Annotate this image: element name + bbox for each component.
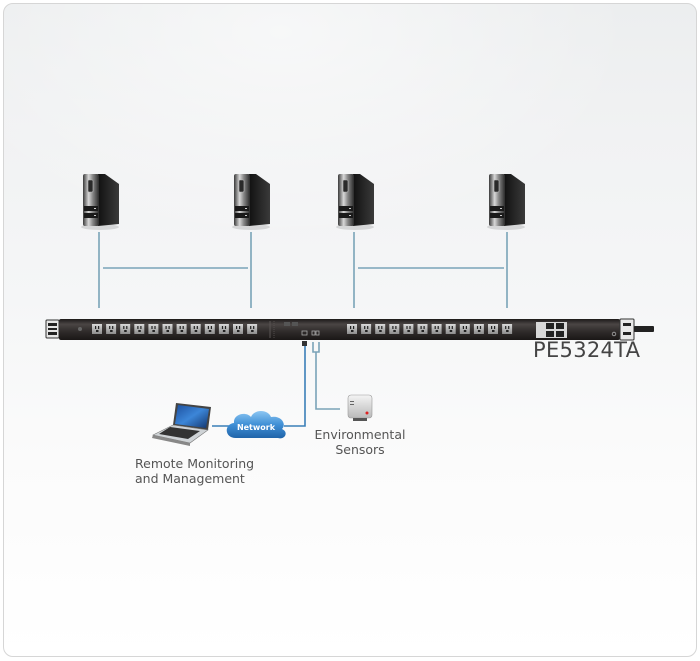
reset-button-icon <box>78 327 82 331</box>
outlet-icon <box>488 324 498 334</box>
server-icon <box>335 173 375 231</box>
outlet-icon <box>120 324 131 334</box>
sensor-cable <box>315 352 340 410</box>
outlet-icon <box>403 324 414 334</box>
outlet-icon <box>473 324 484 334</box>
lan-cable <box>284 346 306 427</box>
outlet-icon <box>190 324 201 334</box>
outlet-icon <box>92 324 102 334</box>
outlet-icon <box>162 324 173 334</box>
outlet-icon <box>347 324 357 334</box>
outlet-icon <box>247 324 258 334</box>
server-icon <box>231 173 271 231</box>
right-mount-bracket <box>619 318 635 341</box>
outlet-icon <box>431 324 442 334</box>
remote-label-line2: and Management <box>135 471 245 486</box>
network-cloud-icon <box>226 411 286 439</box>
outlet-icon <box>375 324 386 334</box>
power-cord <box>634 326 654 332</box>
sensor-label-line2: Sensors <box>335 442 385 457</box>
network-cloud-label: Network <box>237 423 276 432</box>
sensor-port-icon <box>311 330 316 336</box>
server-icon <box>80 173 120 231</box>
display-icon <box>284 322 290 326</box>
lan-port-icon <box>301 330 308 336</box>
outlet-icon <box>445 324 456 334</box>
outlet-icon <box>106 324 117 334</box>
outlet-icon <box>218 324 229 334</box>
outlet-icon <box>361 324 372 334</box>
outlet-icon <box>204 324 215 334</box>
environmental-sensors-label: Environmental Sensors <box>300 427 420 457</box>
pdu-device <box>45 318 654 341</box>
outlet-icon <box>502 324 513 334</box>
remote-label-line1: Remote Monitoring <box>135 456 255 471</box>
outlet-icon <box>134 324 145 334</box>
outlet-icon <box>459 324 470 334</box>
server-connections <box>98 232 508 308</box>
outlet-icon <box>148 324 159 334</box>
device-model-label: PE5324TA <box>533 338 641 362</box>
environmental-sensor-icon <box>347 394 373 421</box>
network-connection <box>212 341 307 427</box>
outlet-icon <box>176 324 187 334</box>
outlet-icon <box>389 324 400 334</box>
ground-screw-icon <box>611 331 617 337</box>
sensor-connection <box>312 342 340 410</box>
remote-monitoring-label: Remote Monitoring and Management <box>135 456 254 486</box>
server-icon <box>486 173 526 231</box>
sensor-label-line1: Environmental <box>314 427 406 442</box>
outlet-icon <box>417 324 428 334</box>
laptop-icon <box>152 403 211 446</box>
outlet-icon <box>233 324 243 334</box>
